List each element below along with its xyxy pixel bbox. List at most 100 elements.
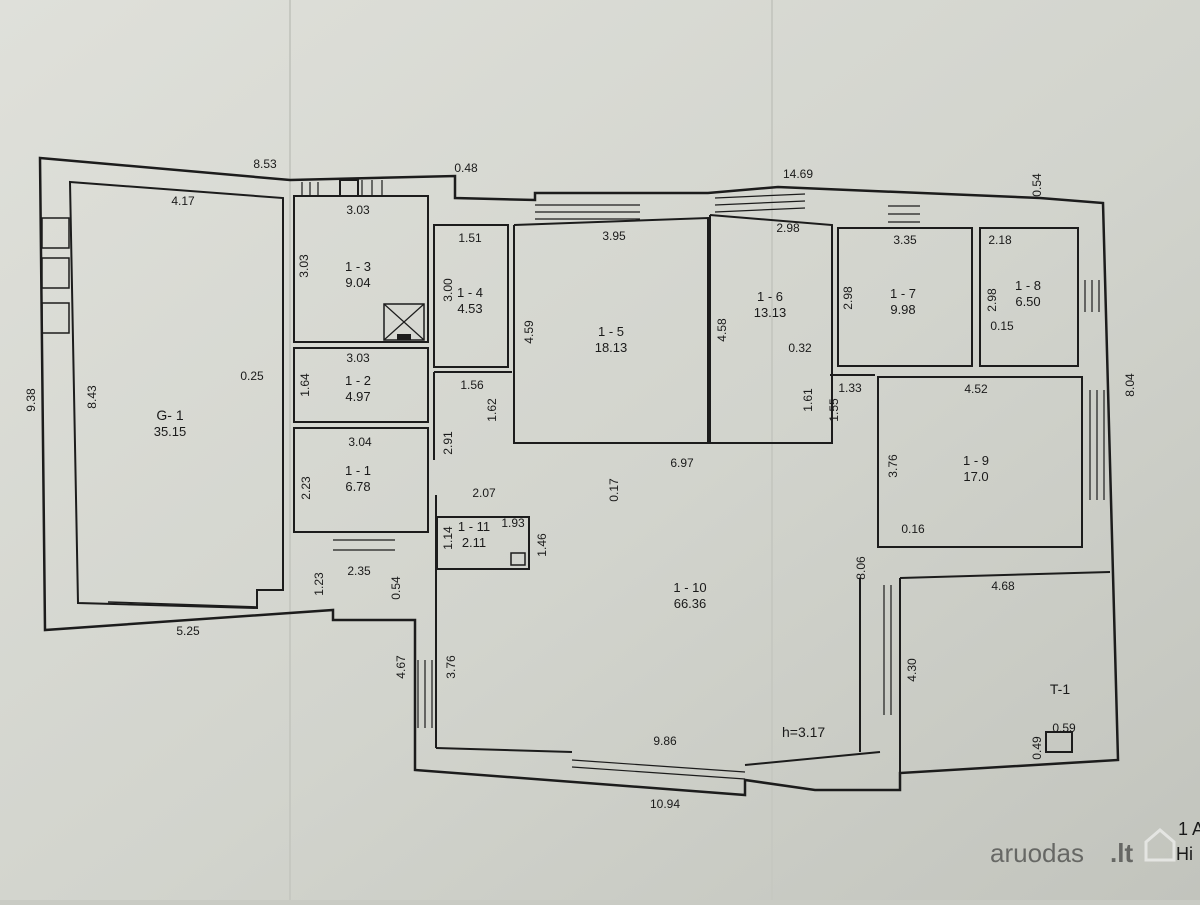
partition [744, 751, 881, 766]
dimension-label: 6.97 [670, 456, 694, 470]
room-area: 66.36 [674, 596, 707, 611]
dimension-label: 4.30 [905, 658, 919, 682]
dimension-label: 1.93 [501, 516, 525, 530]
room-id: G- 1 [156, 407, 183, 423]
room-area: 9.04 [345, 275, 370, 290]
wc-symbol [510, 552, 526, 566]
house-icon [1144, 828, 1176, 862]
dimension-label: 0.15 [990, 319, 1014, 333]
dimension-label: 3.00 [441, 278, 455, 302]
room-id: 1 - 4 [457, 285, 483, 300]
dimension-label: 1.46 [535, 533, 549, 557]
dimension-label: 3.35 [893, 233, 917, 247]
dimension-label: 4.67 [394, 655, 408, 679]
dimension-label: 8.06 [854, 556, 868, 580]
dimension-label: 0.48 [454, 161, 478, 175]
room-id: 1 - 8 [1015, 278, 1041, 293]
window [41, 302, 70, 334]
room-area: 13.13 [754, 305, 787, 320]
dimension-label: 2.98 [841, 286, 855, 310]
dimension-label: 8.43 [85, 385, 99, 409]
room-labels: G- 135.151 - 39.041 - 24.971 - 16.781 - … [154, 259, 1071, 697]
room-id: 1 - 6 [757, 289, 783, 304]
dimension-label: 9.86 [653, 734, 677, 748]
dimension-label: 0.49 [1030, 736, 1044, 760]
room-wall [877, 376, 1083, 548]
dimension-label: 8.53 [253, 157, 277, 171]
room-wall [709, 214, 833, 444]
dimension-label: 1.33 [838, 381, 862, 395]
room-id: 1 - 10 [673, 580, 706, 595]
watermark-brand: aruodas [990, 838, 1084, 868]
dimension-label: 2.18 [988, 233, 1012, 247]
dimension-label: 4.52 [964, 382, 988, 396]
dimension-label: 3.76 [886, 454, 900, 478]
room-id: 1 - 1 [345, 463, 371, 478]
dimension-label: 4.58 [715, 318, 729, 342]
dimension-label: 0.16 [901, 522, 925, 536]
dimension-label: 8.04 [1123, 373, 1137, 397]
dimension-label: 1.62 [485, 398, 499, 422]
room-id: T-1 [1050, 681, 1070, 697]
watermark-tld: .lt [1110, 838, 1133, 868]
watermark: aruodas .lt [990, 828, 1176, 868]
dimension-label: 1.61 [801, 388, 815, 412]
dimension-label: 2.91 [441, 431, 455, 455]
chimney [339, 179, 359, 197]
outer-wall [38, 156, 1120, 797]
dimension-label: 1.23 [312, 572, 326, 596]
room-area: 9.98 [890, 302, 915, 317]
dimension-label: 14.69 [783, 167, 813, 181]
room-wall [837, 227, 973, 367]
inner-wall [68, 180, 284, 610]
window [41, 217, 70, 249]
room-wall [979, 227, 1079, 367]
dimension-label: 2.98 [985, 288, 999, 312]
dimension-label: 1.55 [827, 398, 841, 422]
room-wall [293, 427, 429, 533]
dimension-label: 4.68 [991, 579, 1015, 593]
dimension-label: 1.56 [460, 378, 484, 392]
dimension-label: 0.59 [1052, 721, 1076, 735]
room-area: 4.53 [457, 301, 482, 316]
room-wall [433, 224, 509, 368]
height-note: h=3.17 [782, 724, 825, 740]
room-id: 1 - 7 [890, 286, 916, 301]
dimension-label: 4.17 [171, 194, 195, 208]
garage-door [107, 601, 258, 608]
dimension-label: 0.54 [389, 576, 403, 600]
dimension-label: 3.03 [346, 203, 370, 217]
dimension-label: 0.32 [788, 341, 812, 355]
dimension-label: 10.94 [650, 797, 680, 811]
window [41, 257, 70, 289]
room-wall [513, 216, 709, 444]
dimension-label: 0.25 [240, 369, 264, 383]
room-id: 1 - 2 [345, 373, 371, 388]
dimension-label: 0.17 [607, 478, 621, 502]
room-area: 18.13 [595, 340, 628, 355]
edge-text-2: Hi [1176, 844, 1193, 864]
dimension-label: 3.03 [297, 254, 311, 278]
dimension-label: 4.59 [522, 320, 536, 344]
room-area: 35.15 [154, 424, 187, 439]
dimension-label: 3.95 [602, 229, 626, 243]
dimension-label: 2.07 [472, 486, 496, 500]
edge-text-1: 1 A [1178, 819, 1200, 839]
dimension-label: 2.98 [776, 221, 800, 235]
dimension-label: 5.25 [176, 624, 200, 638]
dimension-label: 2.23 [299, 476, 313, 500]
room-wall [293, 347, 429, 423]
dimension-label: 0.54 [1030, 173, 1044, 197]
window-marks [301, 180, 1105, 780]
dimension-label: 1.14 [441, 526, 455, 550]
room-area: 2.11 [462, 535, 486, 550]
room-area: 6.78 [345, 479, 370, 494]
room-area: 6.50 [1015, 294, 1040, 309]
terrace-wall [899, 571, 1111, 579]
dimension-label: 1.64 [298, 373, 312, 397]
room-id: 1 - 5 [598, 324, 624, 339]
